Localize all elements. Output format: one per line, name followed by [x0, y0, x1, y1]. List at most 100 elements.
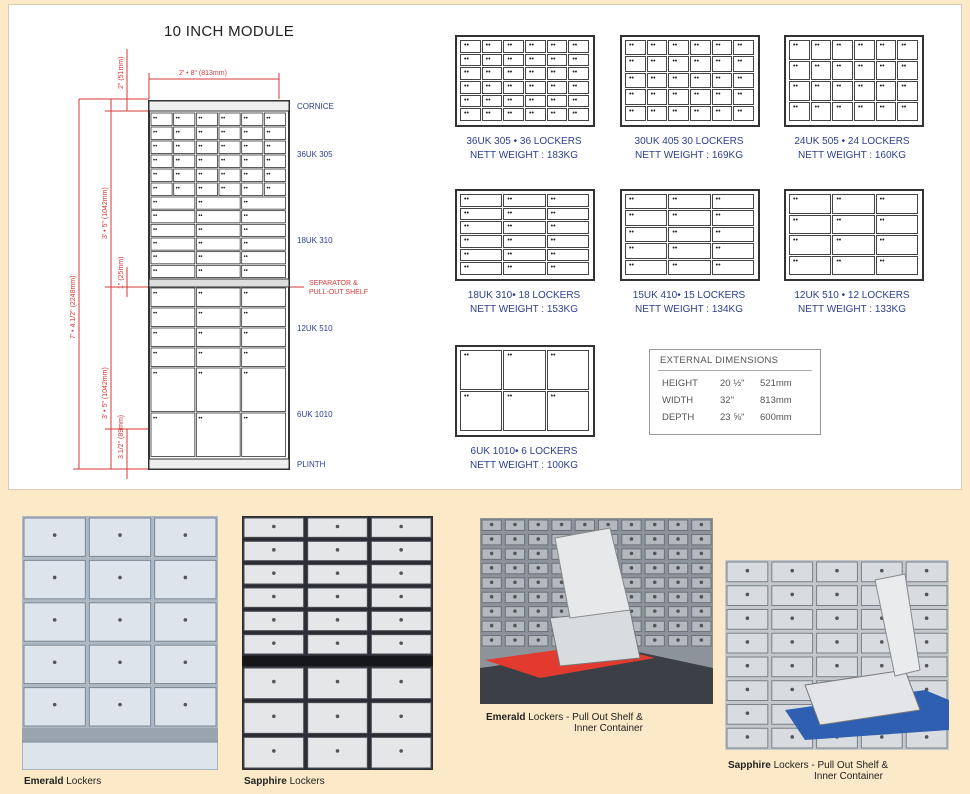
lock-icon: ••	[221, 172, 225, 178]
caption-bold: Sapphire	[244, 776, 287, 787]
lock-icon: ••	[153, 116, 157, 122]
locker-door	[854, 101, 875, 121]
lock-icon: ••	[198, 158, 202, 164]
locker-door	[460, 248, 503, 262]
photo-locker-door	[88, 644, 152, 685]
locker-door	[460, 94, 481, 108]
locker-door	[625, 40, 646, 56]
elevation-locker-door	[150, 251, 196, 265]
keyhole-icon	[652, 623, 657, 628]
locker-door	[810, 81, 832, 101]
emerald-shelf-photo	[480, 518, 713, 704]
elevation-locker-door	[173, 126, 196, 140]
lock-icon: ••	[176, 158, 180, 164]
locker-door	[503, 194, 546, 207]
cornice-label: CORNICE	[297, 102, 334, 111]
keyhole-icon	[745, 592, 750, 597]
locker-door	[481, 94, 503, 108]
keyhole-icon	[489, 580, 494, 585]
elevation-locker-door	[150, 168, 173, 182]
dimension-metric: 600mm	[760, 412, 792, 423]
caption-text: Lockers - Pull Out Shelf &	[525, 712, 643, 723]
locker-door	[875, 194, 918, 214]
keyhole-icon	[652, 522, 657, 527]
keyhole-icon	[335, 524, 340, 529]
locker-door	[546, 53, 568, 67]
locker-door	[625, 105, 646, 121]
locker-door	[546, 221, 589, 234]
lock-icon: ••	[244, 291, 248, 297]
keyhole-icon	[559, 580, 564, 585]
locker-door	[897, 40, 918, 60]
model-24uk-505-caption: 24UK 505 • 24 LOCKERS NETT WEIGHT : 160K…	[757, 135, 947, 163]
keyhole-icon	[835, 663, 839, 668]
locker-door	[546, 391, 589, 431]
keyhole-icon	[489, 566, 494, 570]
keyhole-icon	[272, 524, 276, 529]
keyhole-icon	[335, 548, 340, 552]
locker-door	[690, 105, 711, 121]
keyhole-icon	[924, 640, 929, 644]
keyhole-icon	[880, 735, 884, 739]
locker-door	[711, 210, 754, 226]
keyhole-icon	[272, 594, 276, 599]
keyhole-icon	[652, 537, 657, 541]
elevation-locker-door	[195, 327, 241, 347]
keyhole-icon	[489, 609, 494, 613]
lock-icon: ••	[153, 351, 157, 357]
elevation-locker-door	[241, 210, 286, 224]
keyhole-icon	[118, 660, 122, 665]
keyhole-icon	[924, 592, 929, 597]
locker-door	[503, 248, 546, 262]
elevation-locker-door	[150, 327, 196, 347]
keyhole-icon	[272, 641, 276, 645]
keyhole-icon	[399, 571, 403, 575]
locker-door	[525, 81, 546, 94]
model-weight: NETT WEIGHT : 133KG	[798, 304, 906, 315]
locker-door	[525, 94, 546, 108]
keyhole-icon	[272, 679, 276, 684]
locker-door	[711, 56, 733, 72]
locker-door	[668, 210, 711, 226]
locker-door	[832, 255, 875, 275]
elevation-locker-door	[195, 112, 218, 126]
locker-door	[789, 81, 810, 101]
keyhole-icon	[536, 566, 541, 570]
locker-door	[460, 194, 503, 207]
keyhole-icon	[745, 616, 750, 620]
model-weight: NETT WEIGHT : 100KG	[470, 460, 578, 471]
model-name: 30UK 405 30 LOCKERS	[634, 136, 744, 147]
locker-door	[854, 81, 875, 101]
lock-icon: ••	[153, 311, 157, 317]
keyhole-icon	[676, 537, 680, 541]
keyhole-icon	[790, 735, 794, 739]
keyhole-icon	[513, 566, 517, 570]
lock-icon: ••	[153, 172, 157, 178]
locker-door	[733, 89, 754, 105]
lock-icon: ••	[153, 144, 157, 150]
locker-door	[625, 259, 668, 275]
keyhole-icon	[52, 533, 57, 537]
elevation-locker-door	[218, 126, 241, 140]
locker-door	[875, 101, 897, 121]
keyhole-icon	[835, 592, 839, 597]
elevation-locker-door	[195, 367, 241, 412]
caption-bold: Emerald	[486, 712, 526, 723]
keyhole-icon	[835, 568, 839, 573]
elevation-locker-door	[150, 223, 196, 237]
locker-door	[625, 89, 646, 105]
section-label-12uk: 12UK 510	[297, 324, 333, 333]
locker-door	[711, 89, 733, 105]
locker-door	[460, 53, 481, 67]
elevation-locker-door	[173, 154, 196, 168]
elevation-locker-door	[150, 154, 173, 168]
keyhole-icon	[835, 616, 839, 620]
dimension-imperial: 23 ⅝"	[720, 412, 745, 423]
keyhole-icon	[272, 749, 276, 753]
caption-text: Lockers	[63, 776, 102, 787]
elevation-locker-door	[150, 412, 196, 457]
keyhole-icon	[335, 618, 340, 622]
locker-door	[525, 40, 546, 53]
keyhole-icon	[699, 566, 704, 570]
keyhole-icon	[699, 522, 704, 527]
